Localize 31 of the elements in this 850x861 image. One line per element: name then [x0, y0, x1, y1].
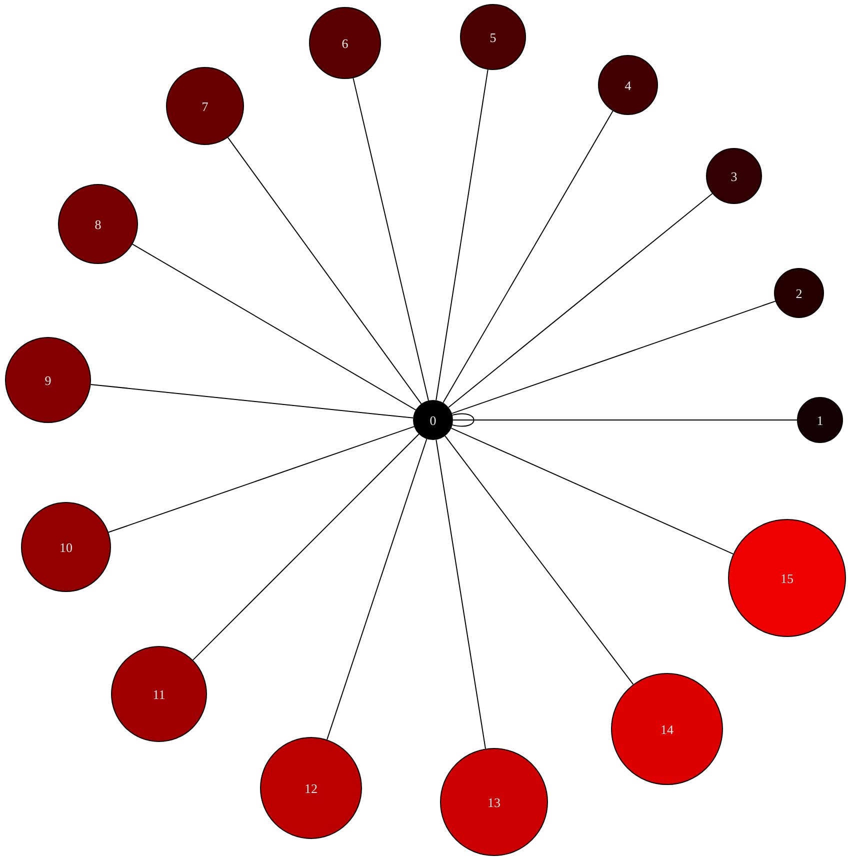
node-label: 7: [202, 100, 208, 112]
connector-line: [326, 438, 428, 740]
connector-line: [451, 300, 776, 414]
connector-line: [436, 439, 486, 750]
node-label: 2: [796, 286, 802, 300]
node-label: 4: [624, 78, 632, 92]
connector-line: [132, 244, 416, 410]
node-label: 3: [730, 170, 738, 182]
connector-line: [227, 137, 422, 404]
connector-line: [192, 434, 420, 661]
connector-line: [90, 384, 414, 418]
node-label: 11: [152, 688, 166, 700]
node-label: 13: [488, 796, 500, 808]
node-label: 14: [660, 722, 674, 736]
node-label: 15: [780, 572, 794, 584]
node-label: 8: [94, 218, 102, 230]
connector-line: [352, 78, 429, 402]
node-label: 12: [304, 782, 318, 794]
node-label: 0: [430, 414, 436, 426]
connector-line: [108, 426, 415, 533]
connector-line: [442, 110, 614, 404]
node-label: 1: [816, 414, 824, 426]
connector-line: [452, 413, 474, 427]
connector-line: [450, 428, 734, 554]
node-label: 10: [60, 540, 72, 554]
node-label: 5: [490, 30, 496, 44]
connector-line: [448, 193, 713, 408]
connector-line: [436, 69, 488, 401]
node-label: 6: [342, 36, 348, 50]
connector-line: [444, 435, 634, 685]
node-label: 9: [44, 374, 52, 386]
